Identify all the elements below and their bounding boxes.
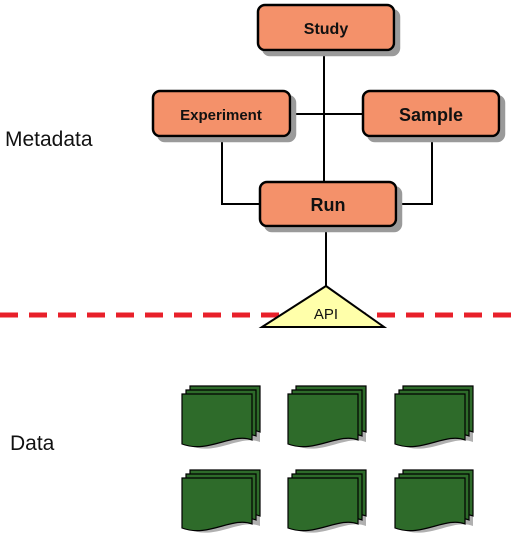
data-file-page — [181, 393, 253, 448]
data-file-page — [181, 477, 253, 532]
data-file-stack-icon — [287, 469, 367, 533]
data-file-page — [287, 393, 359, 448]
run-box — [258, 180, 398, 228]
connectors — [221, 50, 433, 286]
data-file-stack-icon — [394, 385, 474, 449]
data-file-stack-icon — [287, 385, 367, 449]
study-node: Study — [256, 3, 396, 52]
data-file-page — [287, 477, 359, 532]
data-file-page — [394, 477, 466, 532]
sample-run-line — [396, 136, 433, 205]
api-label: API — [314, 306, 338, 323]
data-file-stack-icon — [394, 469, 474, 533]
experiment-node: Experiment — [151, 89, 292, 138]
metadata-label: Metadata — [5, 128, 93, 151]
sample-node: Sample — [361, 89, 501, 138]
api-node: API — [258, 284, 388, 328]
data-file-page — [394, 393, 466, 448]
experiment-run-line — [221, 136, 260, 205]
run-node: Run — [258, 180, 398, 228]
run-label: Run — [311, 195, 346, 215]
experiment-box — [151, 89, 292, 138]
data-files-grid — [181, 385, 474, 533]
data-label: Data — [10, 432, 55, 455]
api-triangle — [258, 284, 388, 328]
study-label: Study — [304, 21, 349, 38]
sample-box — [361, 89, 501, 138]
data-file-stack-icon — [181, 385, 261, 449]
sample-label: Sample — [399, 105, 463, 125]
study-box — [256, 3, 396, 52]
experiment-label: Experiment — [180, 107, 262, 124]
data-file-stack-icon — [181, 469, 261, 533]
